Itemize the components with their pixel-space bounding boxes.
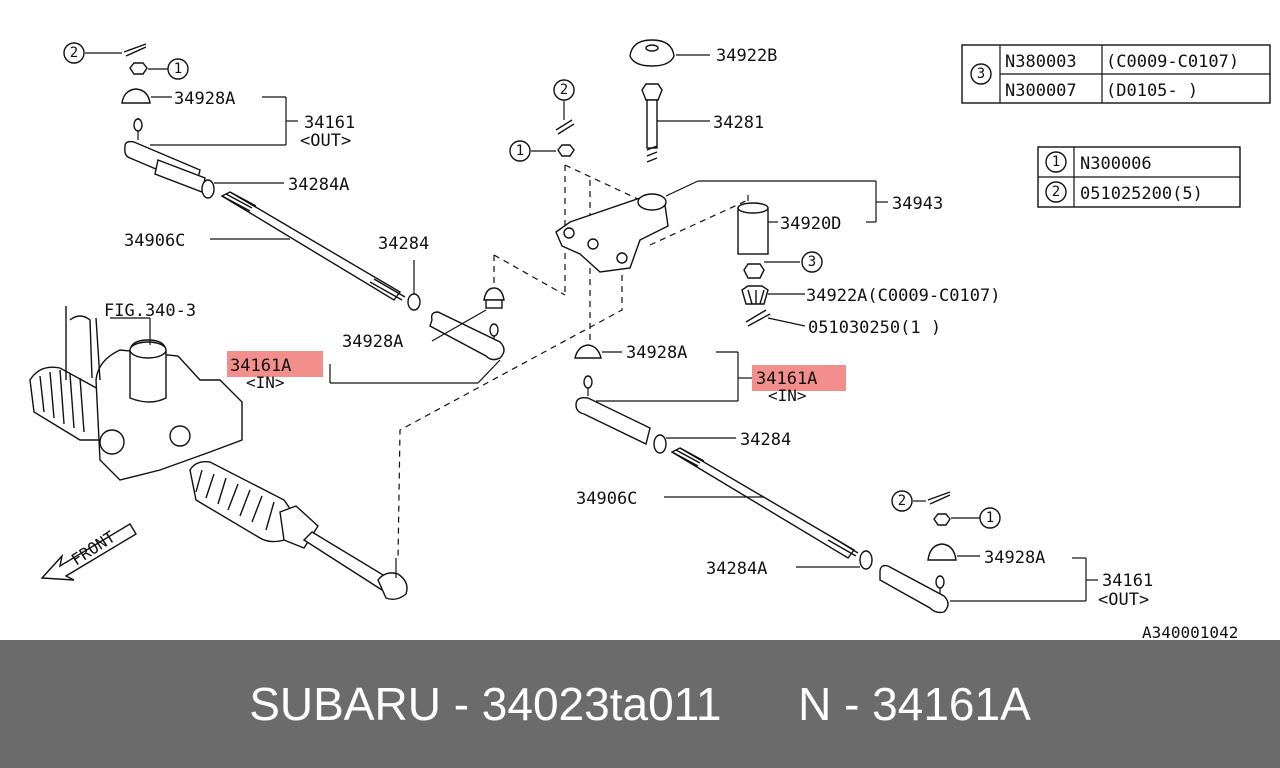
callout-1: 1 — [174, 61, 182, 77]
inner-tie-rod-end-right — [574, 344, 873, 570]
callout-2: 2 — [70, 45, 78, 61]
legend-3-row2-part: N300007 — [1005, 81, 1077, 101]
callout-2-lower: 2 — [898, 493, 906, 509]
label-34161-low: 34161 — [1102, 571, 1153, 591]
label-out-low: <OUT> — [1098, 590, 1149, 610]
legend-1-key: 1 — [1052, 154, 1060, 170]
label-in-right: <IN> — [768, 386, 807, 405]
label-34906c-low: 34906C — [576, 489, 637, 509]
label-34928a-center: 34928A — [626, 343, 687, 363]
callout-3: 3 — [808, 254, 816, 270]
callout-1-lower: 1 — [986, 510, 994, 526]
callout-2-center: 2 — [560, 82, 568, 98]
legend-3-row2-range: (D0105- ) — [1106, 81, 1198, 101]
label-34161-top: 34161 — [304, 113, 355, 133]
highlight-34161a-left — [227, 351, 323, 377]
legend-table-3: 3 N380003 (C0009-C0107) N300007 (D0105- … — [961, 44, 1271, 104]
label-34284a-top: 34284A — [288, 175, 349, 195]
label-34928a-mid: 34928A — [342, 332, 403, 352]
label-fig-340-3: FIG.340-3 — [104, 301, 196, 321]
parts-diagram: 3 N380003 (C0009-C0107) N300007 (D0105- … — [29, 39, 1271, 642]
legend-3-row1-part: N380003 — [1005, 52, 1077, 72]
diagram-id: A340001042 — [1142, 623, 1238, 640]
label-34928a-low: 34928A — [984, 548, 1045, 568]
front-arrow-icon: FRONT — [40, 523, 137, 581]
idler-arm-assembly: 2 1 3 — [509, 39, 888, 327]
label-34920d: 34920D — [780, 214, 841, 234]
legend-1-part: N300006 — [1080, 154, 1152, 174]
callout-1-center: 1 — [516, 143, 524, 159]
highlight-34161a-right — [752, 365, 846, 391]
label-34922b: 34922B — [716, 46, 777, 66]
part-number-footer: SUBARU - 34023ta011 N - 34161A — [0, 640, 1280, 768]
label-34161a-right: 34161A — [756, 369, 817, 389]
label-34943: 34943 — [892, 194, 943, 214]
outer-tie-rod-top-left: 2 1 — [63, 42, 421, 311]
inner-tie-rod-end-left — [329, 287, 505, 384]
label-34281: 34281 — [713, 113, 764, 133]
legend-2-key: 2 — [1052, 184, 1060, 200]
steering-gearbox — [29, 306, 408, 601]
label-34284-mid: 34284 — [378, 234, 429, 254]
legend-2-part: 051025200(5) — [1080, 184, 1203, 204]
label-34928a-top: 34928A — [174, 89, 235, 109]
diagram-canvas: 3 N380003 (C0009-C0107) N300007 (D0105- … — [29, 39, 1271, 642]
label-34284-low: 34284 — [740, 430, 791, 450]
label-34922a: 34922A(C0009-C0107) — [806, 286, 1000, 306]
outer-tie-rod-bottom-right: 2 1 — [879, 490, 1098, 614]
legend-table-1-2: 1 2 N300006 051025200(5) — [1037, 146, 1241, 208]
label-051030250: 051030250(1 ) — [808, 318, 941, 338]
legend-3-row1-range: (C0009-C0107) — [1106, 52, 1239, 72]
label-out-top: <OUT> — [300, 131, 351, 151]
label-34284a-low: 34284A — [706, 559, 767, 579]
label-in-left: <IN> — [246, 373, 285, 392]
legend-3-key: 3 — [977, 66, 985, 82]
label-34161a-left: 34161A — [230, 356, 291, 376]
label-34906c-top: 34906C — [124, 231, 185, 251]
footer-text: SUBARU - 34023ta011 N - 34161A — [249, 678, 1031, 730]
